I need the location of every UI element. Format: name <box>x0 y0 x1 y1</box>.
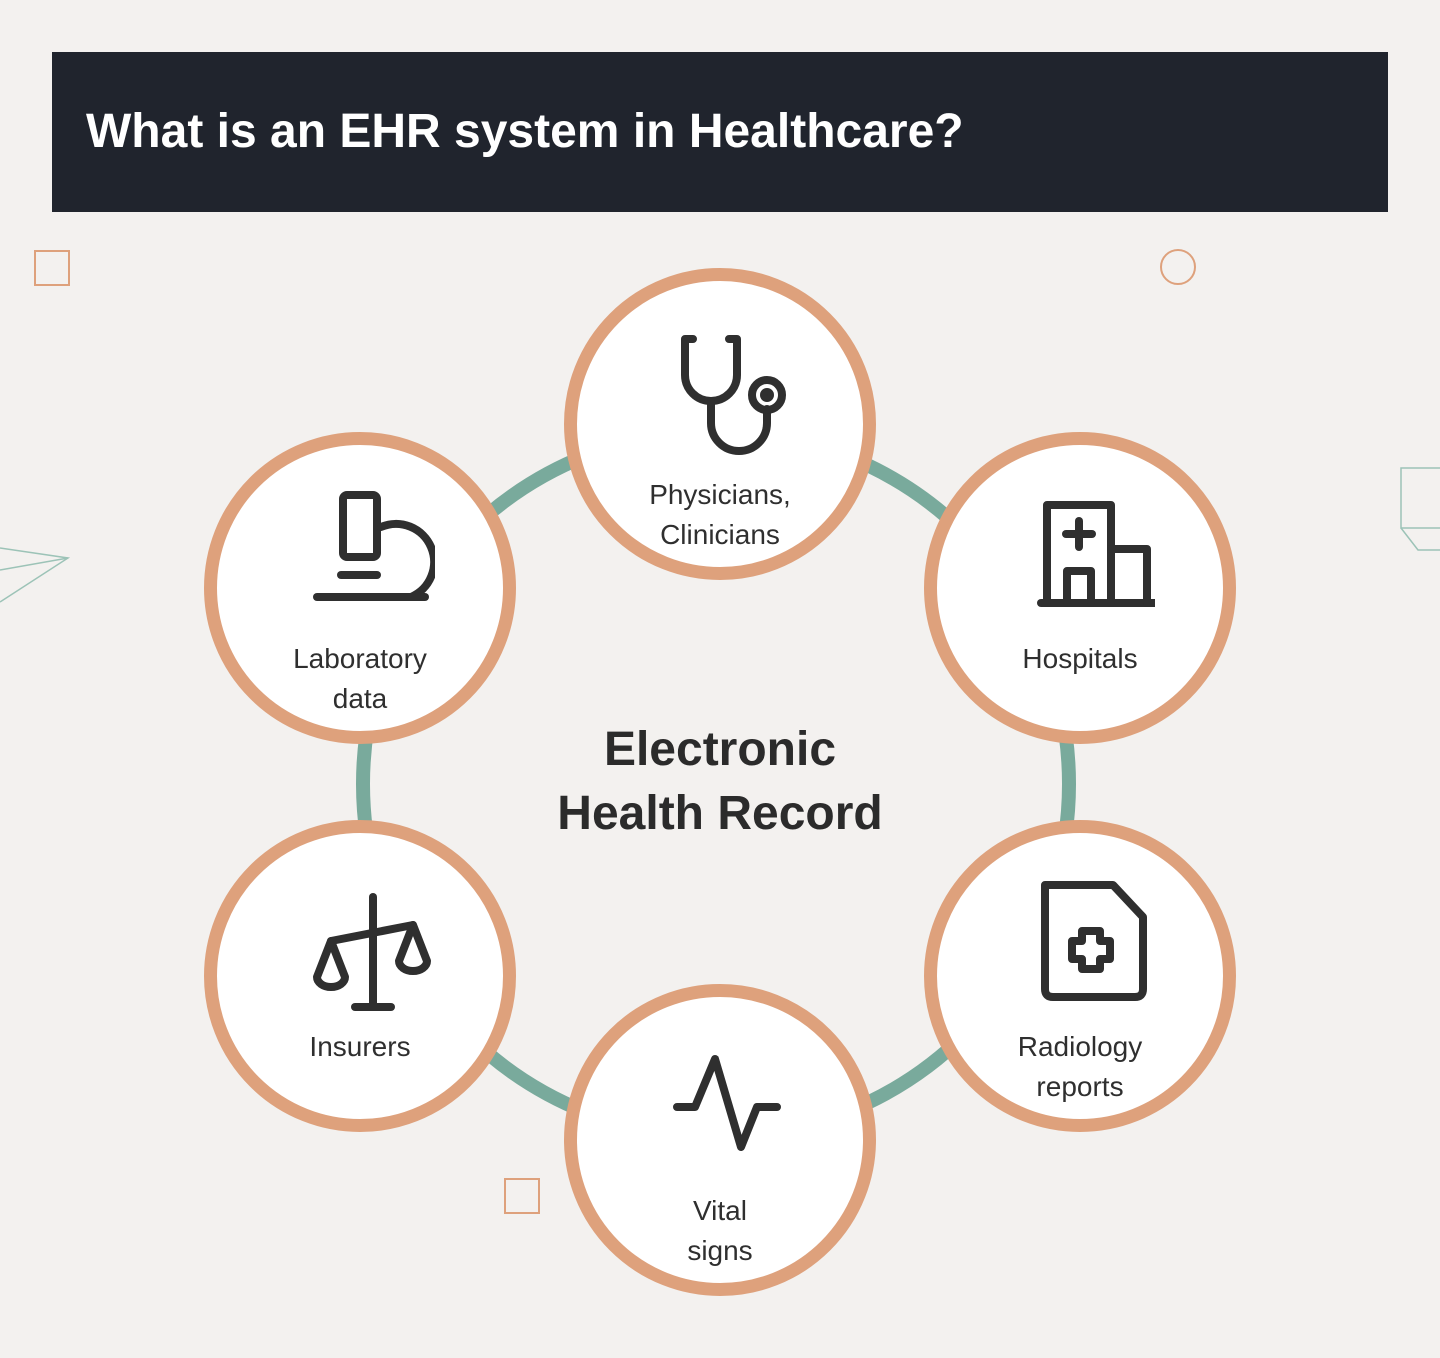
page-title: What is an EHR system in Healthcare? <box>86 105 964 158</box>
node-label-line: Clinicians <box>660 519 780 550</box>
node-physicians: Physicians, Clinicians <box>564 268 876 580</box>
node-label-line: Radiology <box>1017 1031 1143 1062</box>
heartbeat-icon <box>673 1055 781 1151</box>
node-label: Hospitals <box>957 639 1203 679</box>
square-decoration-top-left <box>34 250 70 286</box>
node-label-line: Insurers <box>309 1031 411 1062</box>
square-decoration-bottom <box>504 1178 540 1214</box>
node-label-line: Physicians, <box>649 479 791 510</box>
scales-icon <box>313 893 431 1011</box>
node-radiology: Radiology reports <box>924 820 1236 1132</box>
node-label-line: Laboratory <box>293 643 427 674</box>
circle-decoration-top-right <box>1160 249 1196 285</box>
node-label: Radiology reports <box>957 1027 1203 1107</box>
medical-document-icon <box>1041 881 1147 1001</box>
node-laboratory: Laboratory data <box>204 432 516 744</box>
node-label-line: reports <box>1036 1071 1124 1102</box>
center-title-line-2: Health Record <box>557 787 883 840</box>
node-label: Physicians, Clinicians <box>597 475 843 555</box>
node-hospitals: Hospitals <box>924 432 1236 744</box>
node-label: Insurers <box>237 1027 483 1067</box>
center-title-line-1: Electronic <box>603 723 837 776</box>
node-label: Vital signs <box>597 1191 843 1271</box>
paper-plane-decoration <box>0 547 71 603</box>
stethoscope-icon <box>681 335 786 455</box>
cube-decoration <box>1400 467 1440 551</box>
node-label-line: signs <box>687 1235 753 1266</box>
center-title: Electronic Health Record <box>480 718 960 846</box>
node-label: Laboratory data <box>237 639 483 719</box>
microscope-icon <box>313 491 435 601</box>
node-label-line: Hospitals <box>1022 643 1138 674</box>
header-banner: What is an EHR system in Healthcare? <box>52 52 1388 212</box>
hospital-icon <box>1037 501 1155 607</box>
node-label-line: data <box>332 683 388 714</box>
node-vital-signs: Vital signs <box>564 984 876 1296</box>
node-label-line: Vital <box>693 1195 747 1226</box>
node-insurers: Insurers <box>204 820 516 1132</box>
